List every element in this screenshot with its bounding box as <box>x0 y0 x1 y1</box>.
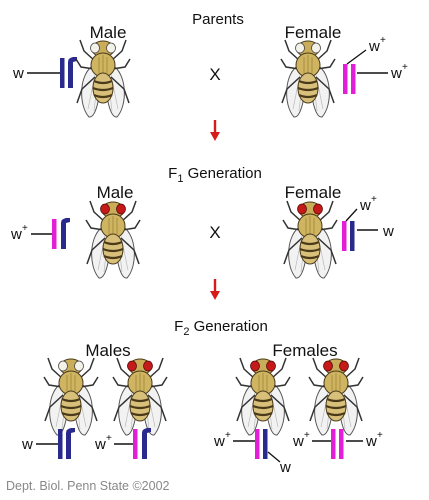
allele-label: w <box>368 38 380 55</box>
x-chromosome-mutant <box>60 58 65 88</box>
f2-female2-fly <box>307 356 365 437</box>
plus-superscript: + <box>380 35 386 46</box>
f2-males-label: Males <box>85 341 130 360</box>
parents-male-label: Male <box>90 23 127 42</box>
y-chromosome <box>68 57 77 88</box>
x-chromosome <box>331 429 336 459</box>
plus-superscript: + <box>106 433 112 444</box>
x-chromosome <box>52 219 57 249</box>
f1-title: F1 Generation <box>168 165 262 185</box>
f2-title: F2 Generation <box>174 318 268 338</box>
x-chromosome <box>133 429 138 459</box>
f2-male1-fly <box>42 356 100 437</box>
allele-label: w <box>94 436 106 453</box>
x-chromosome <box>339 429 344 459</box>
x-chromosome <box>343 64 348 94</box>
plus-superscript: + <box>304 430 310 441</box>
allele-label: w <box>382 223 394 240</box>
parents-female-label: Female <box>285 23 342 42</box>
x-chromosome-mutant <box>58 429 63 459</box>
f2-male2-genotype: w + <box>94 428 151 459</box>
parents-female-fly <box>279 38 337 119</box>
allele-label: w <box>292 433 304 450</box>
down-arrow-icon <box>210 279 220 300</box>
x-chromosome <box>342 221 347 251</box>
allele-label: w <box>365 433 377 450</box>
y-chromosome <box>66 428 75 459</box>
plus-superscript: + <box>371 194 377 205</box>
plus-superscript: + <box>225 430 231 441</box>
x-chromosome-mutant <box>263 429 268 459</box>
parents-cross-symbol: X <box>209 65 220 84</box>
parents-male-genotype: w <box>12 57 77 88</box>
f1-cross-symbol: X <box>209 223 220 242</box>
allele-label: w <box>21 436 33 453</box>
f2-male2-fly <box>111 356 169 437</box>
credit-text: Dept. Biol. Penn State ©2002 <box>6 479 170 493</box>
parents-title: Parents <box>192 11 244 28</box>
f1-female-genotype: w + w <box>342 194 394 251</box>
x-chromosome <box>351 64 356 94</box>
allele-label: w <box>390 65 402 82</box>
allele-label: w <box>12 65 24 82</box>
plus-superscript: + <box>22 223 28 234</box>
plus-superscript: + <box>402 62 408 73</box>
f2-male1-genotype: w <box>21 428 75 459</box>
parents-female-genotype: w + w + <box>343 35 408 94</box>
f2-females-label: Females <box>272 341 337 360</box>
f2-female2-genotype: w + w + <box>292 429 383 459</box>
parents-male-fly <box>74 38 132 119</box>
f2-female1-fly <box>234 356 292 437</box>
allele-label: w <box>359 197 371 214</box>
f1-male-label: Male <box>97 183 134 202</box>
plus-superscript: + <box>377 430 383 441</box>
x-chromosome <box>255 429 260 459</box>
allele-label: w <box>10 226 22 243</box>
f1-male-fly <box>84 199 142 280</box>
f1-male-genotype: w + <box>10 218 70 249</box>
allele-label: w <box>279 459 291 476</box>
down-arrow-icon <box>210 120 220 141</box>
f2-female1-genotype: w + w <box>213 429 291 476</box>
y-chromosome <box>61 218 70 249</box>
x-chromosome-mutant <box>350 221 355 251</box>
f1-female-fly <box>281 199 339 280</box>
allele-label: w <box>213 433 225 450</box>
f1-female-label: Female <box>285 183 342 202</box>
